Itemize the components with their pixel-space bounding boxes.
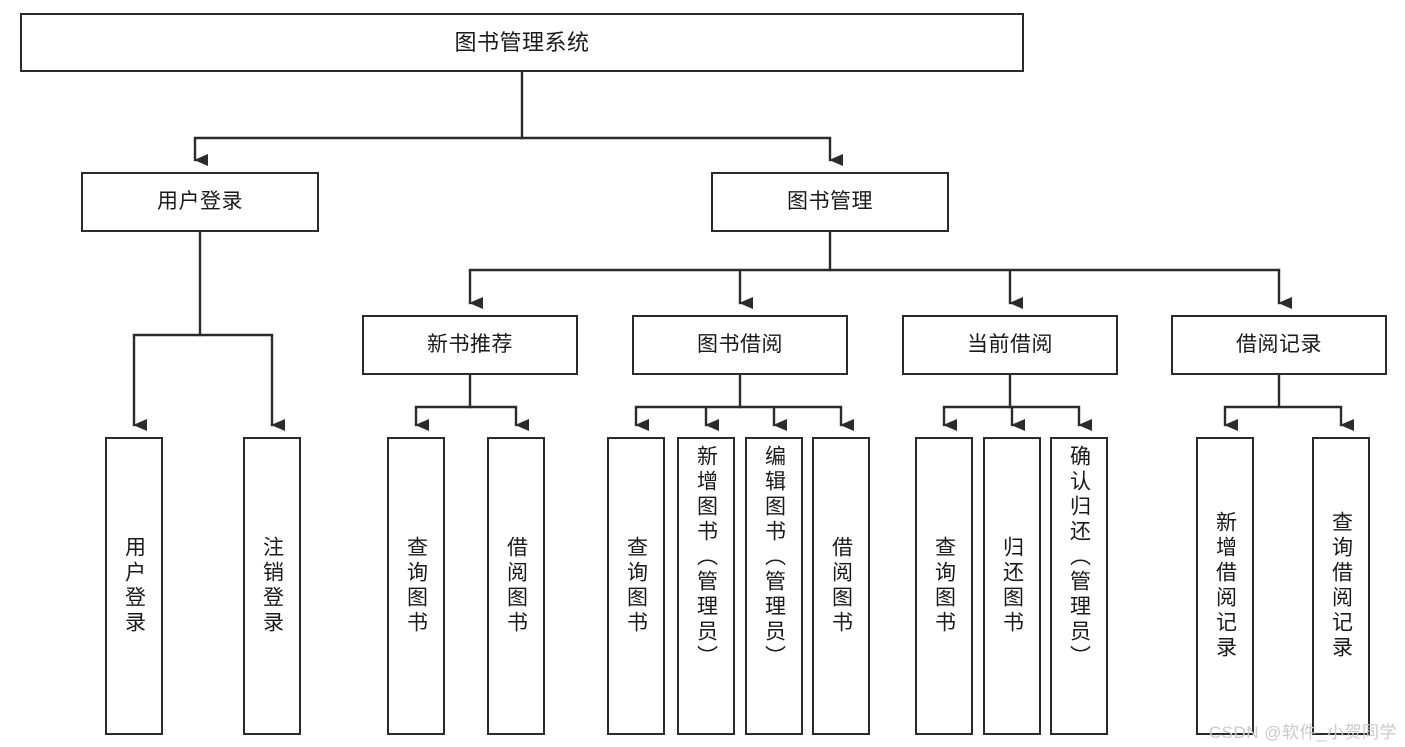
leaf-label: 借阅图书 [504, 536, 528, 636]
node-label: 用户登录 [157, 189, 243, 213]
node-borrow-record[interactable]: 借阅记录 [1171, 315, 1387, 375]
leaf-label: 查询借阅记录 [1329, 511, 1353, 661]
node-new-book-recommend[interactable]: 新书推荐 [362, 315, 578, 375]
leaf-label: 查询图书 [932, 536, 956, 636]
leaf-label: 编辑图书（管理员） [762, 445, 786, 670]
leaf-query-book-current[interactable]: 查询图书 [915, 437, 973, 735]
leaf-edit-book-admin[interactable]: 编辑图书（管理员） [745, 437, 803, 735]
leaf-user-login[interactable]: 用户登录 [105, 437, 163, 735]
leaf-label: 用户登录 [122, 536, 146, 636]
node-current-borrow[interactable]: 当前借阅 [902, 315, 1118, 375]
leaf-return-book[interactable]: 归还图书 [983, 437, 1041, 735]
node-root-system[interactable]: 图书管理系统 [20, 13, 1024, 72]
csdn-watermark: CSDN @软件_小贺同学 [1208, 723, 1397, 742]
node-label: 借阅记录 [1236, 332, 1322, 356]
leaf-label: 归还图书 [1000, 536, 1024, 636]
leaf-add-book-admin[interactable]: 新增图书（管理员） [677, 437, 735, 735]
leaf-query-book-recommend[interactable]: 查询图书 [387, 437, 445, 735]
node-label: 图书借阅 [697, 332, 783, 356]
leaf-label: 确认归还（管理员） [1067, 445, 1091, 670]
leaf-label: 注销登录 [260, 536, 284, 636]
leaf-label: 查询图书 [624, 536, 648, 636]
leaf-query-borrow-record[interactable]: 查询借阅记录 [1312, 437, 1370, 735]
leaf-label: 借阅图书 [829, 536, 853, 636]
node-label: 当前借阅 [967, 332, 1053, 356]
leaf-add-borrow-record[interactable]: 新增借阅记录 [1196, 437, 1254, 735]
node-label: 图书管理 [787, 189, 873, 213]
node-label: 新书推荐 [427, 332, 513, 356]
leaf-borrow-book-recommend[interactable]: 借阅图书 [487, 437, 545, 735]
node-label: 图书管理系统 [454, 29, 590, 55]
leaf-user-logout[interactable]: 注销登录 [243, 437, 301, 735]
node-book-borrow[interactable]: 图书借阅 [632, 315, 848, 375]
node-user-login[interactable]: 用户登录 [81, 172, 319, 232]
leaf-confirm-return-admin[interactable]: 确认归还（管理员） [1050, 437, 1108, 735]
node-book-manage[interactable]: 图书管理 [711, 172, 949, 232]
leaf-label: 查询图书 [404, 536, 428, 636]
leaf-label: 新增图书（管理员） [694, 445, 718, 670]
leaf-query-book-borrow[interactable]: 查询图书 [607, 437, 665, 735]
leaf-label: 新增借阅记录 [1213, 511, 1237, 661]
leaf-borrow-book[interactable]: 借阅图书 [812, 437, 870, 735]
